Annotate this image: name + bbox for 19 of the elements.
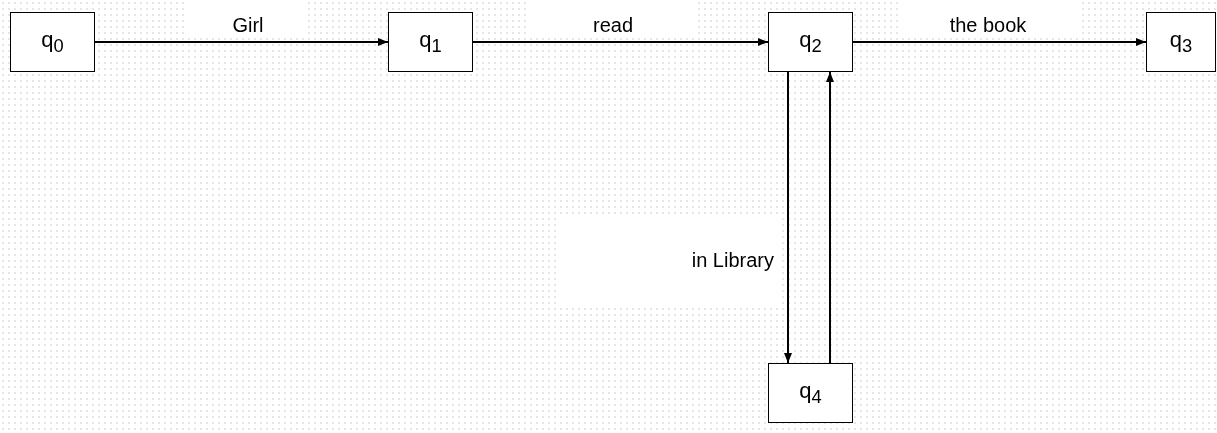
arrow (94, 38, 389, 46)
state-box (768, 12, 853, 72)
state-box (1146, 12, 1216, 72)
arrow (852, 38, 1147, 46)
edge-label: in Library (691, 248, 774, 272)
state-label: q$_{0}$ (41, 26, 64, 58)
arrow (784, 71, 792, 364)
state-box (388, 12, 473, 72)
edge-label: Girl (232, 14, 264, 37)
arrow (472, 38, 769, 46)
state-label: q$_{1}$ (419, 26, 442, 58)
edge-label: the book (949, 14, 1027, 37)
state-label: q$_{4}$ (799, 377, 822, 409)
state-box (768, 363, 853, 423)
state-label: q$_{2}$ (799, 26, 822, 58)
arrow (826, 71, 834, 364)
edge-label: read (593, 14, 633, 37)
state-box (10, 12, 95, 72)
state-label: q$_{3}$ (1169, 26, 1193, 58)
